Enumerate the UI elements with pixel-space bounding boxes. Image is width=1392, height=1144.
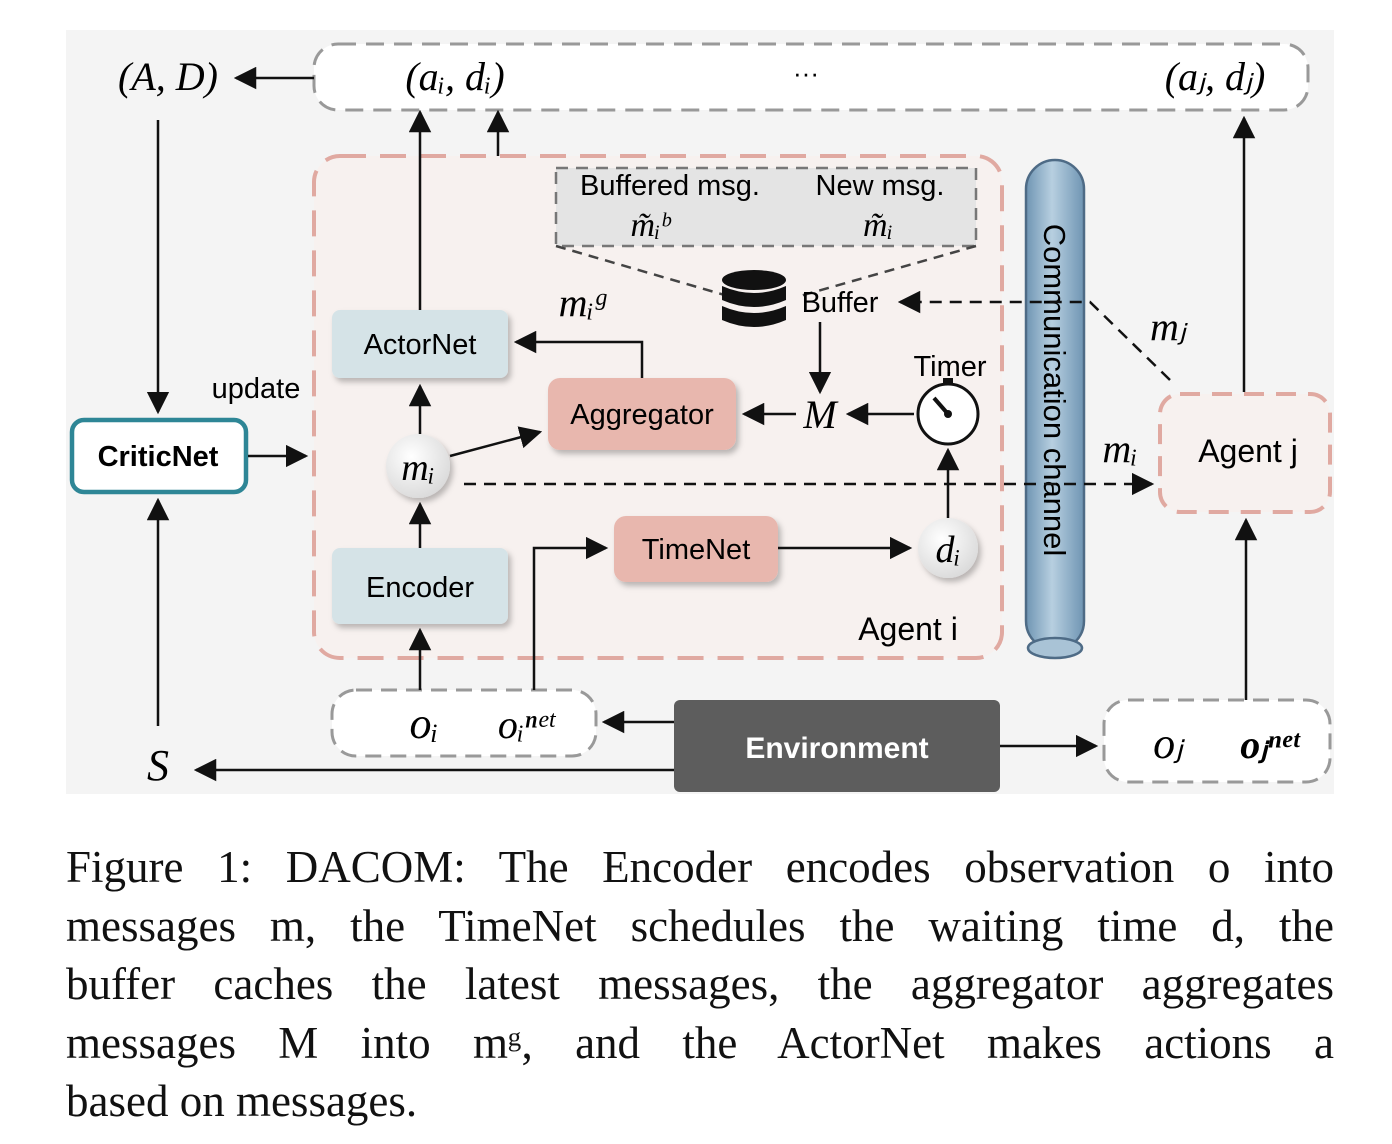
state-label: S (147, 741, 169, 790)
encoder-label: Encoder (366, 572, 474, 604)
environment-label: Environment (745, 732, 928, 765)
update-label: update (212, 373, 301, 405)
caption-line-3: buffer caches the latest messages, the a… (66, 959, 1334, 1009)
buffered-msg-symbol: m̃ᵢᵇ (630, 207, 671, 244)
incoming-message-label: mⱼ (1150, 304, 1188, 349)
actornet-box (332, 310, 508, 378)
encoder-box (332, 548, 508, 624)
database-icon (722, 270, 786, 327)
criticnet-label: CriticNet (98, 441, 219, 473)
caption-line-1: Figure 1: DACOM: The Encoder encodes obs… (66, 842, 1334, 892)
timenet-label: TimeNet (642, 534, 751, 566)
communication-channel (1024, 158, 1086, 660)
obs-j-box (1102, 698, 1332, 784)
agent-j-action-label: (aⱼ, dⱼ) (1165, 54, 1266, 99)
aggregator-label: Aggregator (570, 399, 714, 431)
new-msg-label: New msg. (816, 170, 945, 202)
environment-box (674, 700, 1000, 792)
timer-label: Timer (913, 351, 986, 383)
actornet-label: ActorNet (364, 329, 477, 361)
buffer-callout-right (799, 244, 977, 298)
outgoing-message-label: mᵢ (1102, 426, 1137, 471)
caption-line-4: messages M into mᵍ, and the ActorNet mak… (66, 1017, 1334, 1068)
aggregator-box (548, 378, 736, 450)
agent-j-label: Agent j (1198, 433, 1298, 469)
arrow-aggregator-to-actornet (513, 330, 644, 378)
arrow-message-to-aggregator (449, 426, 543, 458)
dacom-diagram: (A, D) (aᵢ, dᵢ) ··· (aⱼ, dⱼ) Agent i Buf… (66, 30, 1334, 794)
timenet-box (614, 516, 778, 582)
message-node (386, 434, 450, 498)
buffer-callout-left (555, 244, 729, 298)
buffered-msg-label: Buffered msg. (580, 170, 760, 202)
caption-line-2: messages m, the TimeNet schedules the wa… (66, 900, 1334, 951)
agent-i-label: Agent i (858, 611, 958, 647)
channel-label: Communication channel (1037, 224, 1072, 557)
figure-caption: Figure 1: DACOM: The Encoder encodes obs… (66, 838, 1334, 1131)
obs-i-box (330, 688, 598, 758)
timer-icon (916, 378, 980, 446)
buffer-label: Buffer (802, 287, 879, 319)
aggregate-input-label: M (802, 392, 839, 437)
caption-line-5: based on messages. (66, 1076, 418, 1126)
joint-action-label: (A, D) (118, 54, 218, 99)
obs-j-net-label: oⱼⁿᵉᵗ (1240, 722, 1301, 767)
ellipsis-label: ··· (793, 58, 819, 88)
global-message-label: mᵢᵍ (559, 280, 607, 325)
agent-i-action-label: (aᵢ, dᵢ) (405, 54, 504, 99)
obs-i-label: oᵢ (410, 699, 439, 748)
delay-node (918, 518, 978, 578)
criticnet-box (69, 417, 249, 495)
arrow-obs-net-to-timenet (532, 536, 609, 690)
message-node-label: mᵢ (401, 447, 434, 489)
obs-i-net-label: oᵢⁿᵉᵗ (498, 702, 556, 747)
agent-j-box (1158, 392, 1332, 514)
buffer-contents-box (554, 166, 978, 248)
delay-node-label: dᵢ (935, 529, 960, 571)
arrow-agent-j-to-buffer (897, 290, 1171, 381)
new-msg-symbol: m̃ᵢ (863, 207, 893, 244)
obs-j-label: oⱼ (1153, 719, 1185, 768)
